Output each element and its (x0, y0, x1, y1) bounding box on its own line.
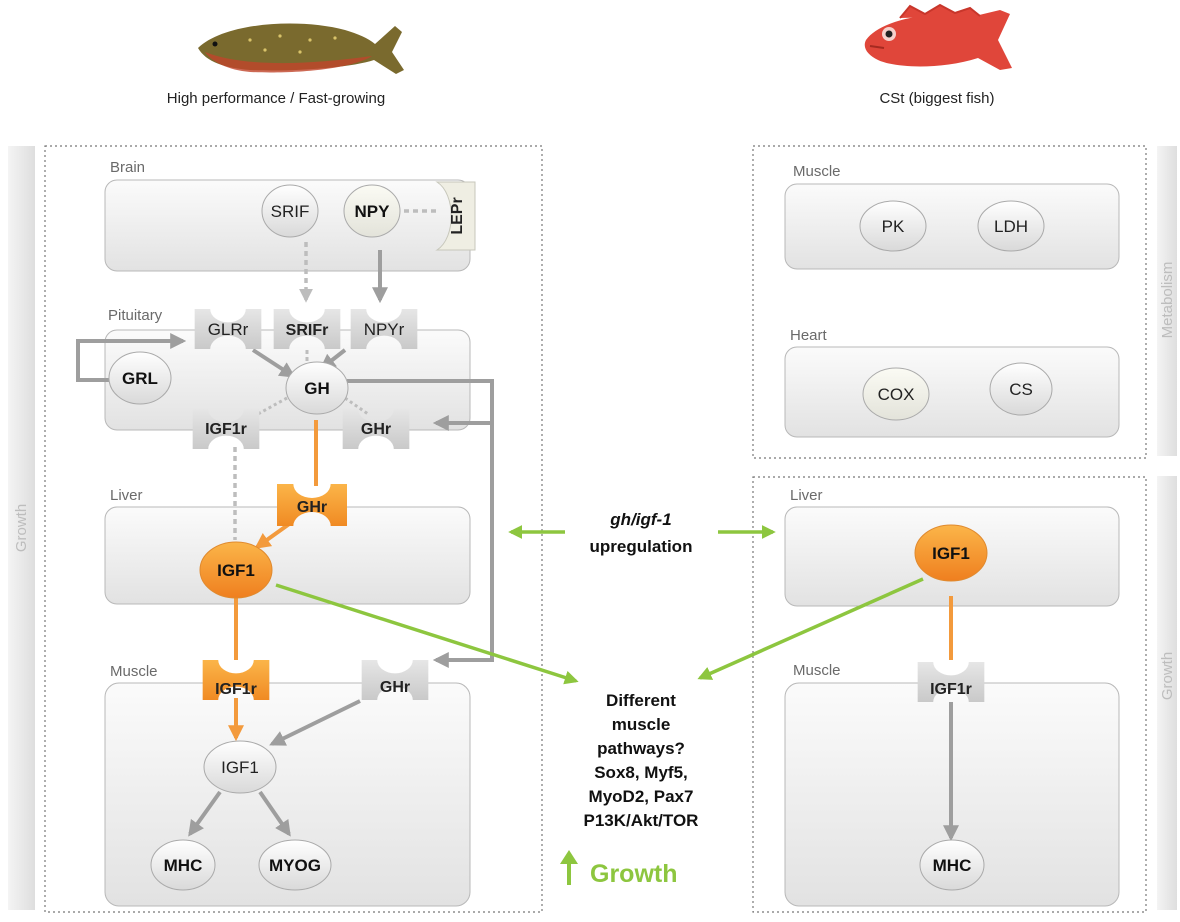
arrow-grl-loop (76, 333, 187, 382)
arrow-ghr-igf1 (254, 520, 294, 549)
svg-text:GH: GH (304, 379, 330, 398)
side-label-growth-right: Growth (1159, 652, 1176, 700)
svg-text:IGF1r: IGF1r (205, 421, 247, 438)
right-caption: CSt (biggest fish) (879, 90, 994, 107)
arrow-gh-ghr-pit (347, 379, 494, 431)
mhc-node-right: MHC (919, 839, 985, 891)
svg-text:COX: COX (878, 385, 915, 404)
right-muscle-metab-label: Muscle (793, 163, 841, 180)
side-label-growth-left: Growth (13, 504, 30, 552)
myog-node: MYOG (258, 839, 332, 891)
npyr-receptor: NPYr (350, 309, 418, 349)
arrow-glrr-gh (251, 348, 296, 378)
right-muscle-label: Muscle (793, 662, 841, 679)
trout-icon (198, 23, 404, 74)
side-bar-left (8, 146, 35, 910)
rockfish-icon (864, 3, 1012, 70)
svg-text:MHC: MHC (164, 856, 203, 875)
side-bar-right-top (1157, 146, 1177, 456)
muscle-label: Muscle (110, 663, 158, 680)
cs-node: CS (989, 362, 1053, 416)
ldh-node: LDH (977, 200, 1045, 252)
svg-text:NPY: NPY (355, 202, 391, 221)
lepr-receptor: LEPr (435, 181, 476, 251)
igf1r-receptor-muscle: IGF1r (202, 660, 270, 700)
ghr-receptor-muscle: GHr (361, 660, 429, 700)
green-arrow-left-igf1 (275, 583, 579, 685)
side-label-metabolism: Metabolism (1159, 262, 1176, 339)
igf1-node-right: IGF1 (914, 524, 988, 582)
dot-gh-ghr (344, 396, 369, 416)
igf1r-receptor-pituitary: IGF1r (192, 409, 260, 449)
svg-text:GHr: GHr (297, 499, 327, 516)
pathway-line: Different (606, 691, 676, 710)
svg-text:CS: CS (1009, 380, 1033, 399)
brain-label: Brain (110, 159, 145, 176)
pituitary-label: Pituitary (108, 307, 163, 324)
grl-node: GRL (108, 351, 172, 405)
growth-label: Growth (590, 860, 678, 888)
srif-node: SRIF (261, 184, 319, 238)
svg-text:GRL: GRL (122, 369, 158, 388)
svg-text:MYOG: MYOG (269, 856, 321, 875)
right-liver-label: Liver (790, 487, 823, 504)
svg-text:IGF1: IGF1 (221, 758, 259, 777)
npy-node: NPY (343, 184, 401, 238)
pathway-line: MyoD2, Pax7 (589, 787, 694, 806)
svg-text:SRIFr: SRIFr (286, 322, 329, 339)
svg-text:GLRr: GLRr (208, 320, 249, 339)
left-panel (44, 145, 543, 913)
svg-text:GHr: GHr (380, 679, 410, 696)
svg-text:IGF1: IGF1 (217, 561, 255, 580)
ghr-receptor-liver: GHr (277, 484, 347, 526)
heart-box (784, 346, 1120, 438)
arrow-gh-ghr-muscle (432, 423, 494, 668)
svg-text:IGF1r: IGF1r (215, 681, 257, 698)
pathway-lines: Different muscle pathways? Sox8, Myf5, M… (584, 691, 699, 830)
svg-text:PK: PK (882, 217, 905, 236)
svg-text:LDH: LDH (994, 217, 1028, 236)
right-growth-panel (752, 476, 1147, 913)
left-caption: High performance / Fast-growing (167, 90, 385, 107)
arrow-ghr-igf1-muscle (269, 699, 361, 746)
igf1r-receptor-right: IGF1r (917, 662, 985, 702)
arrow-igf1-mhc (188, 790, 222, 837)
center-gene-line: gh/igf-1 (609, 510, 671, 529)
center-upregulation: upregulation (590, 537, 693, 556)
gh-node: GH (285, 361, 349, 415)
svg-text:NPYr: NPYr (364, 320, 405, 339)
ghr-receptor-pituitary: GHr (342, 409, 410, 449)
svg-text:SRIF: SRIF (271, 202, 310, 221)
pathway-line: P13K/Akt/TOR (584, 811, 699, 830)
right-metabolism-panel (752, 145, 1147, 459)
pathway-line: Sox8, Myf5, (594, 763, 688, 782)
pathway-line: muscle (612, 715, 671, 734)
svg-text:LEPr: LEPr (449, 197, 466, 234)
right-muscle-metab-box (784, 183, 1120, 270)
svg-text:GHr: GHr (361, 421, 391, 438)
igf1-node-muscle: IGF1 (203, 740, 277, 794)
svg-text:IGF1: IGF1 (932, 544, 970, 563)
srifr-receptor: SRIFr (273, 309, 341, 349)
svg-text:IGF1r: IGF1r (930, 681, 972, 698)
green-arrow-right-igf1 (697, 577, 924, 680)
svg-text:MHC: MHC (933, 856, 972, 875)
side-bar-right-bottom (1157, 476, 1177, 910)
igf1-node-liver: IGF1 (199, 541, 273, 599)
growth-up-arrow-icon (560, 850, 578, 885)
pathway-line: pathways? (597, 739, 685, 758)
green-arrows (275, 525, 924, 685)
pk-node: PK (859, 200, 927, 252)
liver-label: Liver (110, 487, 143, 504)
glrr-receptor: GLRr (194, 309, 262, 349)
cox-node: COX (862, 367, 930, 421)
left-arrows (76, 204, 494, 837)
heart-label: Heart (790, 327, 828, 344)
arrow-igf1-myog (258, 790, 291, 837)
mhc-node-left: MHC (150, 839, 216, 891)
